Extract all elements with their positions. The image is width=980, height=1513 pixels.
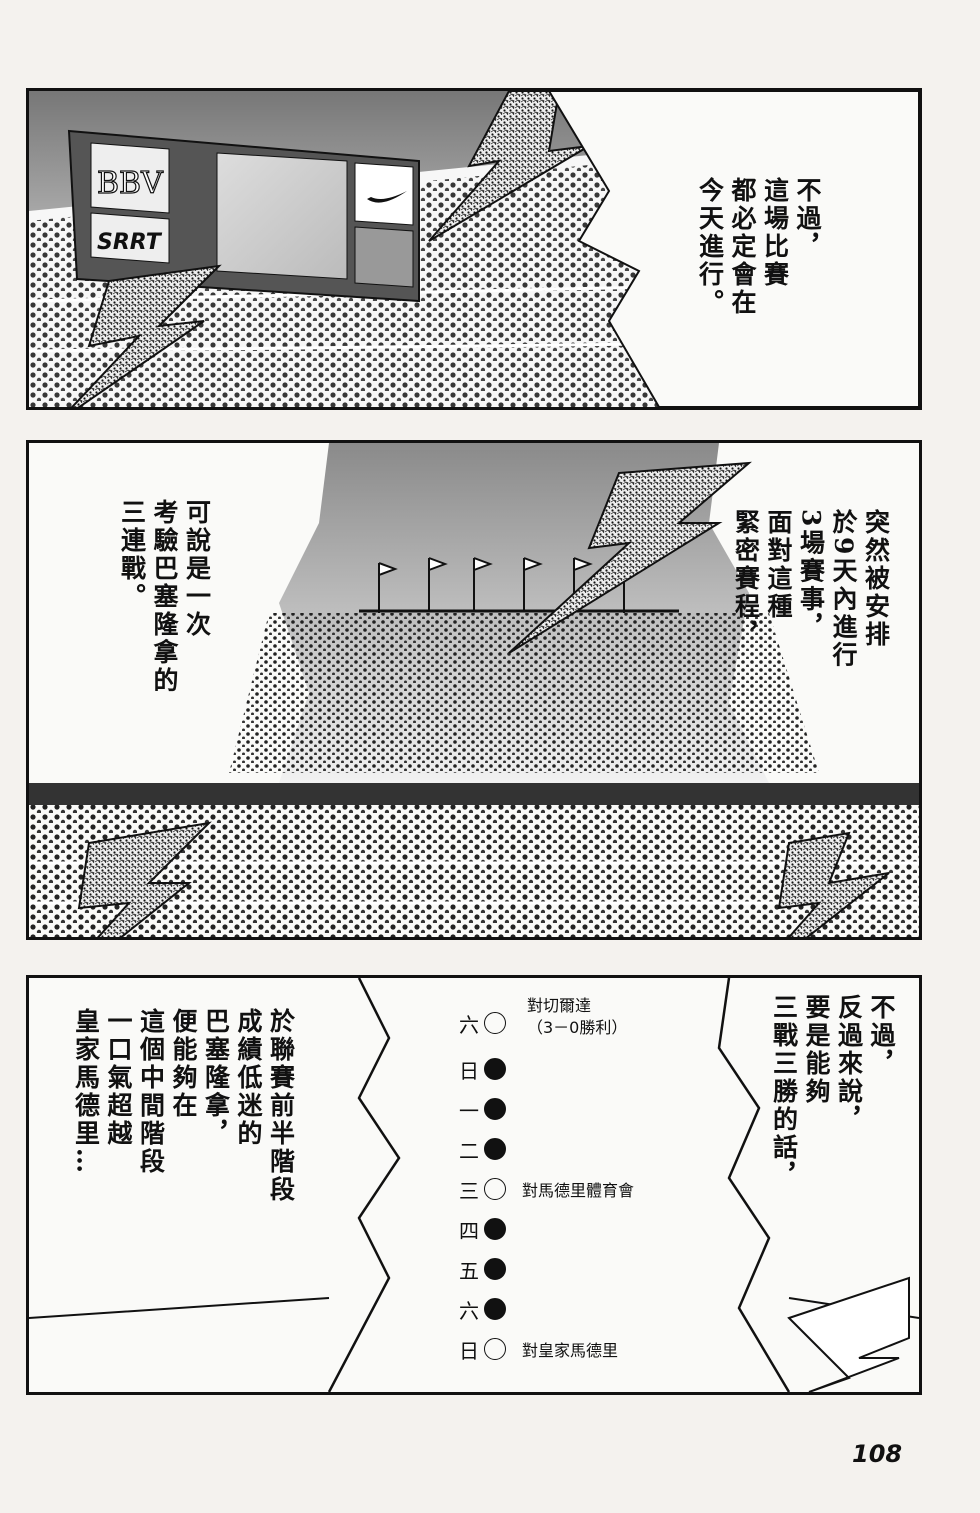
caption-three-wins: 不過， 反過來說， 要是能夠 三戰三勝的話， xyxy=(769,994,897,1190)
schedule-row: 六 xyxy=(457,1294,506,1324)
schedule-row: 五 xyxy=(457,1254,506,1284)
schedule-row: 四 xyxy=(457,1214,506,1244)
caption-overtake-real-madrid: 於聯賽前半階段 成績低迷的 巴塞隆拿， 便能夠在 這個中間階段 一口氣超越 皇家… xyxy=(71,1008,296,1204)
schedule-day: 二 xyxy=(459,1138,479,1163)
rest-day-mark xyxy=(484,1058,506,1080)
schedule-row: 一 xyxy=(457,1094,506,1124)
scoreboard-logo-bbv: BBV xyxy=(97,166,164,201)
panel-stadium-stands: 突然被安排 於9天內進行 3場賽事， 面對這種 緊密賽程， 可說是一次 考驗巴塞… xyxy=(26,440,922,940)
rest-day-mark xyxy=(484,1098,506,1120)
schedule-row: 二 xyxy=(457,1134,506,1164)
match-day-mark xyxy=(484,1012,506,1034)
page-number: 108 xyxy=(852,1440,903,1468)
schedule-day: 四 xyxy=(459,1218,479,1243)
caption-three-match-test: 可說是一次 考驗巴塞隆拿的 三連戰。 xyxy=(117,499,212,695)
first-match-opponent: 對切爾達 xyxy=(527,996,592,1015)
stadium-scoreboard-illustration: BBV SRRT xyxy=(29,91,919,407)
schedule-day: 日 xyxy=(459,1058,479,1083)
schedule-opponent: 對皇家馬德里 xyxy=(522,1341,619,1360)
rest-day-mark xyxy=(484,1258,506,1280)
match-day-mark xyxy=(484,1178,506,1200)
schedule-row: 日 對皇家馬德里 xyxy=(457,1334,618,1364)
caption-today-match: 不過， 這場比賽 都必定會在 今天進行。 xyxy=(695,177,823,317)
schedule-day: 一 xyxy=(459,1098,479,1123)
schedule-row: 三 對馬德里體育會 xyxy=(457,1174,634,1204)
schedule-opponent: 對馬德里體育會 xyxy=(522,1181,635,1200)
rest-day-mark xyxy=(484,1138,506,1160)
schedule-row: 六 xyxy=(457,1008,506,1038)
schedule-day: 三 xyxy=(459,1178,479,1203)
schedule-day: 日 xyxy=(459,1338,479,1363)
panel-stadium-scoreboard: BBV SRRT 不過， 這場比賽 都必定會在 今天進行。 xyxy=(26,88,922,410)
rest-day-mark xyxy=(484,1218,506,1240)
schedule-day: 六 xyxy=(459,1298,479,1323)
schedule-burst-frame xyxy=(29,978,919,1392)
schedule-day: 五 xyxy=(459,1258,479,1283)
schedule-row: 日 xyxy=(457,1054,506,1084)
scoreboard-logo-srrt: SRRT xyxy=(97,230,163,255)
match-day-mark xyxy=(484,1338,506,1360)
weekly-schedule: 對切爾達 （3－0勝利） 六日一二三對馬德里體育會四五六日對皇家馬德里 xyxy=(457,988,717,1368)
stadium-stands-illustration xyxy=(29,443,919,937)
caption-nine-days-three-matches: 突然被安排 於9天內進行 3場賽事， 面對這種 緊密賽程， xyxy=(731,509,891,670)
scoreboard: BBV SRRT xyxy=(67,129,420,303)
first-match-result: （3－0勝利） xyxy=(527,1018,628,1037)
rest-day-mark xyxy=(484,1298,506,1320)
schedule-day: 六 xyxy=(459,1012,479,1037)
panel-schedule: 不過， 反過來說， 要是能夠 三戰三勝的話， 於聯賽前半階段 成績低迷的 巴塞隆… xyxy=(26,975,922,1395)
